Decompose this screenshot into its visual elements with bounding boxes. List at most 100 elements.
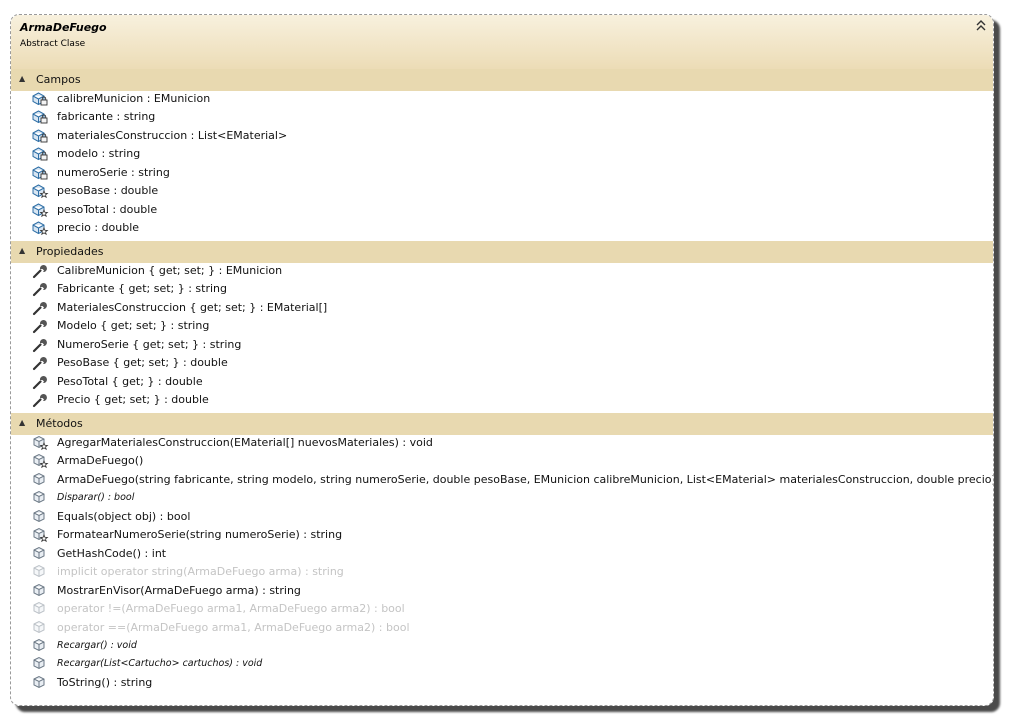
member-row[interactable]: fabricante : string <box>31 108 981 126</box>
public-method-icon <box>31 489 49 507</box>
member-label: ArmaDeFuego(string fabricante, string mo… <box>57 472 994 486</box>
section-campos[interactable]: ▲ Campos <box>11 69 993 91</box>
public-method-icon <box>31 471 49 489</box>
member-row[interactable]: modelo : string <box>31 145 981 163</box>
member-label: modelo : string <box>57 147 141 161</box>
expand-triangle-icon[interactable]: ▲ <box>19 418 26 427</box>
member-label: PesoTotal { get; } : double <box>57 374 203 388</box>
member-label: MostrarEnVisor(ArmaDeFuego arma) : strin… <box>57 583 301 597</box>
public-method-icon <box>31 600 49 618</box>
member-row[interactable]: numeroSerie : string <box>31 164 981 182</box>
member-label: implicit operator string(ArmaDeFuego arm… <box>57 565 344 579</box>
property-wrench-icon <box>31 317 49 335</box>
protected-field-icon <box>31 219 49 237</box>
protected-field-icon <box>31 201 49 219</box>
member-row[interactable]: Equals(object obj) : bool <box>31 508 981 526</box>
member-row[interactable]: MaterialesConstruccion { get; set; } : E… <box>31 299 981 317</box>
member-row[interactable]: ToString() : string <box>31 674 981 692</box>
public-method-icon <box>31 563 49 581</box>
member-label: calibreMunicion : EMunicion <box>57 92 211 105</box>
member-row[interactable]: operator !=(ArmaDeFuego arma1, ArmaDeFue… <box>31 600 981 618</box>
member-row[interactable]: pesoTotal : double <box>31 201 981 219</box>
protected-field-icon <box>31 182 49 200</box>
member-row[interactable]: materialesConstruccion : List<EMaterial> <box>31 127 981 145</box>
member-label: AgregarMaterialesConstruccion(EMaterial[… <box>57 436 433 449</box>
member-label: GetHashCode() : int <box>57 546 167 560</box>
public-method-icon <box>31 637 49 655</box>
member-row[interactable]: MostrarEnVisor(ArmaDeFuego arma) : strin… <box>31 582 981 600</box>
member-row[interactable]: PesoTotal { get; } : double <box>31 373 981 391</box>
expand-triangle-icon[interactable]: ▲ <box>19 246 26 255</box>
public-method-icon <box>31 508 49 526</box>
member-label: NumeroSerie { get; set; } : string <box>57 337 242 351</box>
public-method-icon <box>31 674 49 692</box>
member-row[interactable]: calibreMunicion : EMunicion <box>31 90 981 108</box>
member-label: Recargar() : void <box>57 639 137 651</box>
collapse-chevron-icon[interactable] <box>976 20 986 34</box>
member-row[interactable]: PesoBase { get; set; } : double <box>31 354 981 372</box>
protected-method-icon <box>31 526 49 544</box>
member-label: ArmaDeFuego() <box>57 454 144 468</box>
member-row[interactable]: Recargar() : void <box>31 637 981 655</box>
section-propiedades[interactable]: ▲ Propiedades <box>11 241 993 263</box>
member-label: PesoBase { get; set; } : double <box>57 356 228 370</box>
member-row[interactable]: NumeroSerie { get; set; } : string <box>31 336 981 354</box>
member-row[interactable]: ArmaDeFuego() <box>31 452 981 470</box>
property-wrench-icon <box>31 262 49 280</box>
member-label: Recargar(List<Cartucho> cartuchos) : voi… <box>57 658 263 670</box>
public-method-icon <box>31 619 49 637</box>
member-row[interactable]: ArmaDeFuego(string fabricante, string mo… <box>31 471 993 489</box>
class-name: ArmaDeFuego <box>20 21 107 34</box>
member-label: Fabricante { get; set; } : string <box>57 282 228 296</box>
class-kind: Abstract Clase <box>20 39 86 49</box>
member-row[interactable]: Precio { get; set; } : double <box>31 391 981 409</box>
member-label: ToString() : string <box>57 675 153 689</box>
member-label: materialesConstruccion : List<EMaterial> <box>57 128 288 142</box>
property-wrench-icon <box>31 354 49 372</box>
public-method-icon <box>31 655 49 673</box>
member-row[interactable]: CalibreMunicion { get; set; } : EMunicio… <box>31 262 981 280</box>
member-row[interactable]: operator ==(ArmaDeFuego arma1, ArmaDeFue… <box>31 619 981 637</box>
member-label: FormatearNumeroSerie(string numeroSerie)… <box>57 528 343 542</box>
member-label: fabricante : string <box>57 110 156 124</box>
property-wrench-icon <box>31 336 49 354</box>
member-row[interactable]: Fabricante { get; set; } : string <box>31 280 981 298</box>
member-row[interactable]: Disparar() : bool <box>31 489 981 507</box>
member-row[interactable]: implicit operator string(ArmaDeFuego arm… <box>31 563 981 581</box>
expand-triangle-icon[interactable]: ▲ <box>19 74 26 83</box>
member-label: Equals(object obj) : bool <box>57 509 191 523</box>
member-label: Disparar() : bool <box>57 492 135 504</box>
private-field-icon <box>31 164 49 182</box>
property-wrench-icon <box>31 299 49 317</box>
member-label: operator !=(ArmaDeFuego arma1, ArmaDeFue… <box>57 602 405 616</box>
private-field-icon <box>31 145 49 163</box>
class-header[interactable]: ArmaDeFuego Abstract Clase <box>11 15 993 69</box>
member-row[interactable]: AgregarMaterialesConstruccion(EMaterial[… <box>31 434 981 452</box>
member-label: pesoTotal : double <box>57 202 158 216</box>
section-title: Propiedades <box>36 245 104 258</box>
section-title: Métodos <box>36 417 83 430</box>
class-diagram-shape[interactable]: ArmaDeFuego Abstract Clase ▲ Campos calibr… <box>10 14 994 706</box>
member-label: pesoBase : double <box>57 184 159 198</box>
public-method-icon <box>31 582 49 600</box>
private-field-icon <box>31 90 49 108</box>
public-method-icon <box>31 545 49 563</box>
member-label: Modelo { get; set; } : string <box>57 319 210 333</box>
section-metodos[interactable]: ▲ Métodos <box>11 413 993 435</box>
member-row[interactable]: pesoBase : double <box>31 182 981 200</box>
member-label: operator ==(ArmaDeFuego arma1, ArmaDeFue… <box>57 620 410 634</box>
member-label: numeroSerie : string <box>57 165 170 179</box>
member-row[interactable]: precio : double <box>31 219 981 237</box>
member-label: MaterialesConstruccion { get; set; } : E… <box>57 300 328 314</box>
member-row[interactable]: Modelo { get; set; } : string <box>31 317 981 335</box>
member-row[interactable]: FormatearNumeroSerie(string numeroSerie)… <box>31 526 981 544</box>
protected-method-icon <box>31 434 49 452</box>
property-wrench-icon <box>31 373 49 391</box>
private-field-icon <box>31 127 49 145</box>
property-wrench-icon <box>31 391 49 409</box>
section-title: Campos <box>36 73 81 86</box>
property-wrench-icon <box>31 280 49 298</box>
member-row[interactable]: Recargar(List<Cartucho> cartuchos) : voi… <box>31 655 981 673</box>
member-row[interactable]: GetHashCode() : int <box>31 545 981 563</box>
protected-method-icon <box>31 452 49 470</box>
